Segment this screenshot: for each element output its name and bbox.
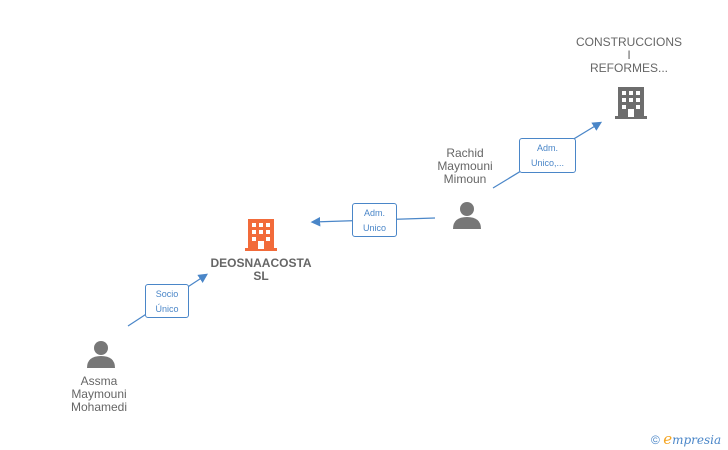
construccions-line1: CONSTRUCCIONS [575,35,682,49]
edge-label-assma-deosnaacosta[interactable]: Socio Único [145,284,189,318]
construccions-line3: REFORMES... [589,61,668,75]
edge-label-line1: Adm. [363,208,385,218]
brand-logo-text: mpresia [672,433,722,447]
brand-logo-e: e [663,430,673,448]
empresia-watermark: © empresia [651,430,721,448]
deosnaacosta-label[interactable]: DEOSNAACOSTA SL [191,257,331,283]
building-icon-deosnaacosta[interactable] [245,217,277,251]
copyright-icon: © [651,433,660,447]
assma-label[interactable]: Assma Maymouni Mohamedi [59,375,139,414]
assma-line3: Mohamedi [70,400,128,414]
edge-label-line1: Socio [155,289,179,299]
construccions-label[interactable]: CONSTRUCCIONS I REFORMES... [569,36,689,75]
construccions-line2: I [627,48,631,62]
assma-line2: Maymouni [71,387,127,401]
building-icon-construccions[interactable] [615,85,647,119]
rachid-line1: Rachid [446,146,484,160]
rachid-line3: Mimoun [443,172,487,186]
edge-label-line1: Adm. [536,143,558,153]
rachid-label[interactable]: Rachid Maymouni Mimoun [425,147,505,186]
person-icon-rachid[interactable] [452,200,482,230]
person-icon-assma[interactable] [86,339,116,369]
edge-label-rachid-construccions[interactable]: Adm. Unico,... [519,138,576,173]
edge-label-line2: Único [155,304,179,314]
deosnaacosta-line1: DEOSNAACOSTA [210,256,312,270]
assma-line1: Assma [80,374,118,388]
deosnaacosta-line2: SL [253,269,269,283]
rachid-line2: Maymouni [437,159,493,173]
edge-label-line2: Unico [362,223,386,233]
edge-label-rachid-deosnaacosta[interactable]: Adm. Unico [352,203,397,237]
edge-label-line2: Unico,... [530,158,564,168]
